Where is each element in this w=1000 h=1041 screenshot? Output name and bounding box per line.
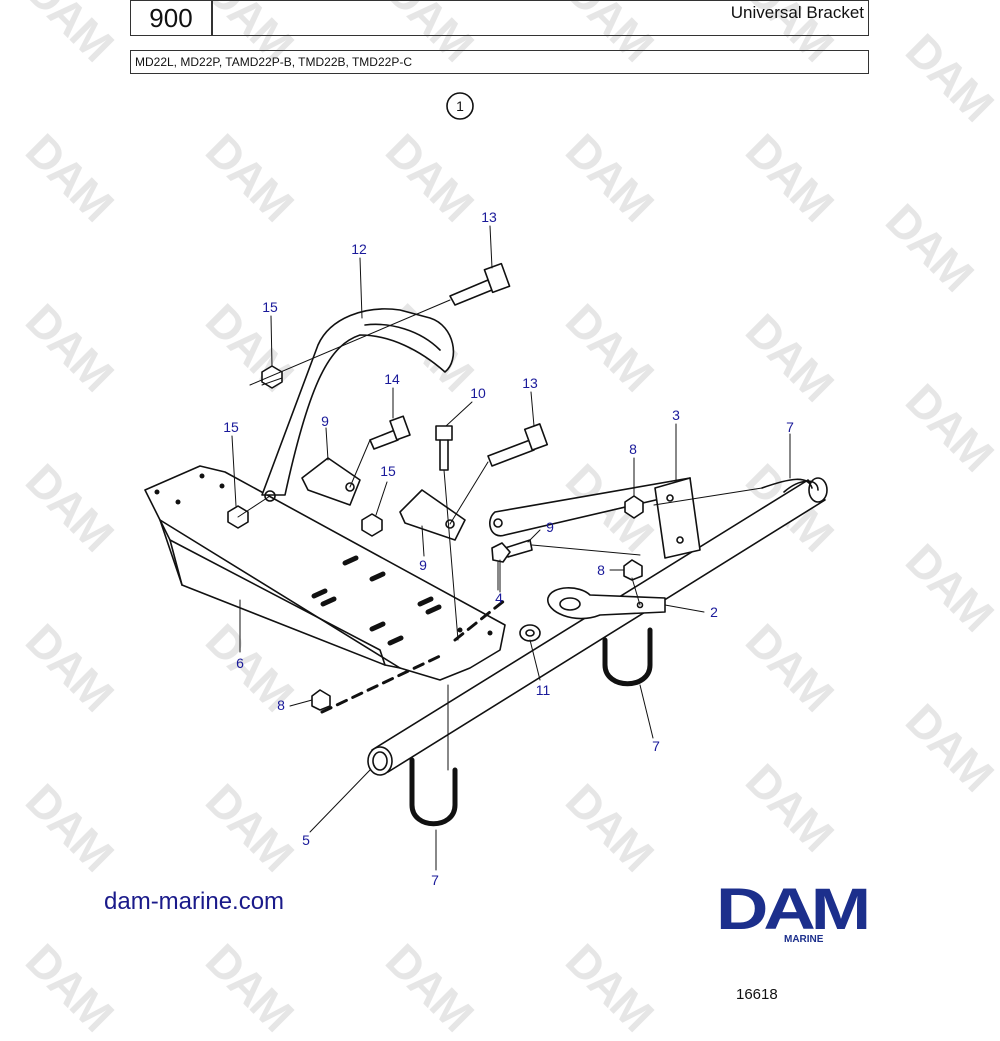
- engine-models: MD22L, MD22P, TAMD22P-B, TMD22B, TMD22P-…: [135, 55, 412, 69]
- logo-subtitle: MARINE: [784, 934, 824, 945]
- page-title: Universal Bracket: [730, 3, 864, 22]
- nut-8-left: [311, 689, 331, 711]
- group-marker-circle: [446, 92, 474, 120]
- models-box: MD22L, MD22P, TAMD22P-B, TMD22B, TMD22P-…: [130, 50, 869, 74]
- nut-15-mid: [361, 513, 383, 537]
- callout-15: 15: [380, 463, 396, 479]
- callout-6: 6: [236, 655, 244, 671]
- bracket-plate: [144, 465, 506, 681]
- bolt-4: [491, 539, 533, 563]
- callout-14: 14: [384, 371, 400, 387]
- bolt-13-lower: [487, 423, 549, 467]
- callout-labels: 13 12 15 14 10 13 3 7 15 9 15 8 9 9 8 4 2 6 11 8 7 5 7: [223, 209, 794, 888]
- small-bracket: [547, 587, 666, 620]
- dam-logo: DAM: [716, 877, 871, 942]
- u-bolt-7-right: [602, 627, 653, 687]
- callout-7: 7: [652, 738, 660, 754]
- nut-15-top: [261, 365, 283, 389]
- callout-15: 15: [223, 419, 239, 435]
- nut-8-mid: [623, 559, 643, 581]
- callout-8: 8: [597, 562, 605, 578]
- callout-7: 7: [431, 872, 439, 888]
- angle-bracket-upper: [301, 457, 361, 506]
- u-bolt-7-top: [761, 478, 813, 489]
- washer-11: [519, 624, 541, 642]
- callout-leaders: [231, 225, 791, 871]
- page-number: 900: [130, 0, 212, 36]
- callout-9: 9: [321, 413, 329, 429]
- group-marker-label: 1: [456, 98, 464, 114]
- callout-9: 9: [546, 519, 554, 535]
- bolt-10: [435, 425, 453, 471]
- exploded-diagram: 1 13 12 15 14 10 13 3 7 15 9 15 8 9 9 8 4 2 6 11 8 7 5 7: [144, 92, 828, 888]
- bolt-14: [369, 415, 411, 450]
- callout-13: 13: [481, 209, 497, 225]
- callout-15: 15: [262, 299, 278, 315]
- callout-12: 12: [351, 241, 367, 257]
- curved-arm: [261, 308, 455, 502]
- callout-8: 8: [277, 697, 285, 713]
- callout-9: 9: [419, 557, 427, 573]
- callout-4: 4: [495, 590, 503, 606]
- side-bracket: [489, 477, 701, 559]
- cross-tube: [367, 477, 828, 776]
- callout-3: 3: [672, 407, 680, 423]
- callout-11: 11: [536, 682, 551, 698]
- callout-2: 2: [710, 604, 718, 620]
- nut-8-right: [624, 495, 644, 519]
- callout-7: 7: [786, 419, 794, 435]
- callout-10: 10: [470, 385, 486, 401]
- title-box: Universal Bracket: [212, 0, 869, 36]
- hidden-lines: [320, 598, 507, 714]
- website-link[interactable]: dam-marine.com: [104, 888, 285, 915]
- u-bolt-7-bottom: [409, 757, 458, 827]
- drawing-reference: 16618: [736, 986, 778, 1003]
- callout-8: 8: [629, 441, 637, 457]
- callout-13: 13: [522, 375, 538, 391]
- leader-lines: [237, 299, 763, 771]
- bolt-13-upper: [449, 262, 511, 306]
- callout-5: 5: [302, 832, 310, 848]
